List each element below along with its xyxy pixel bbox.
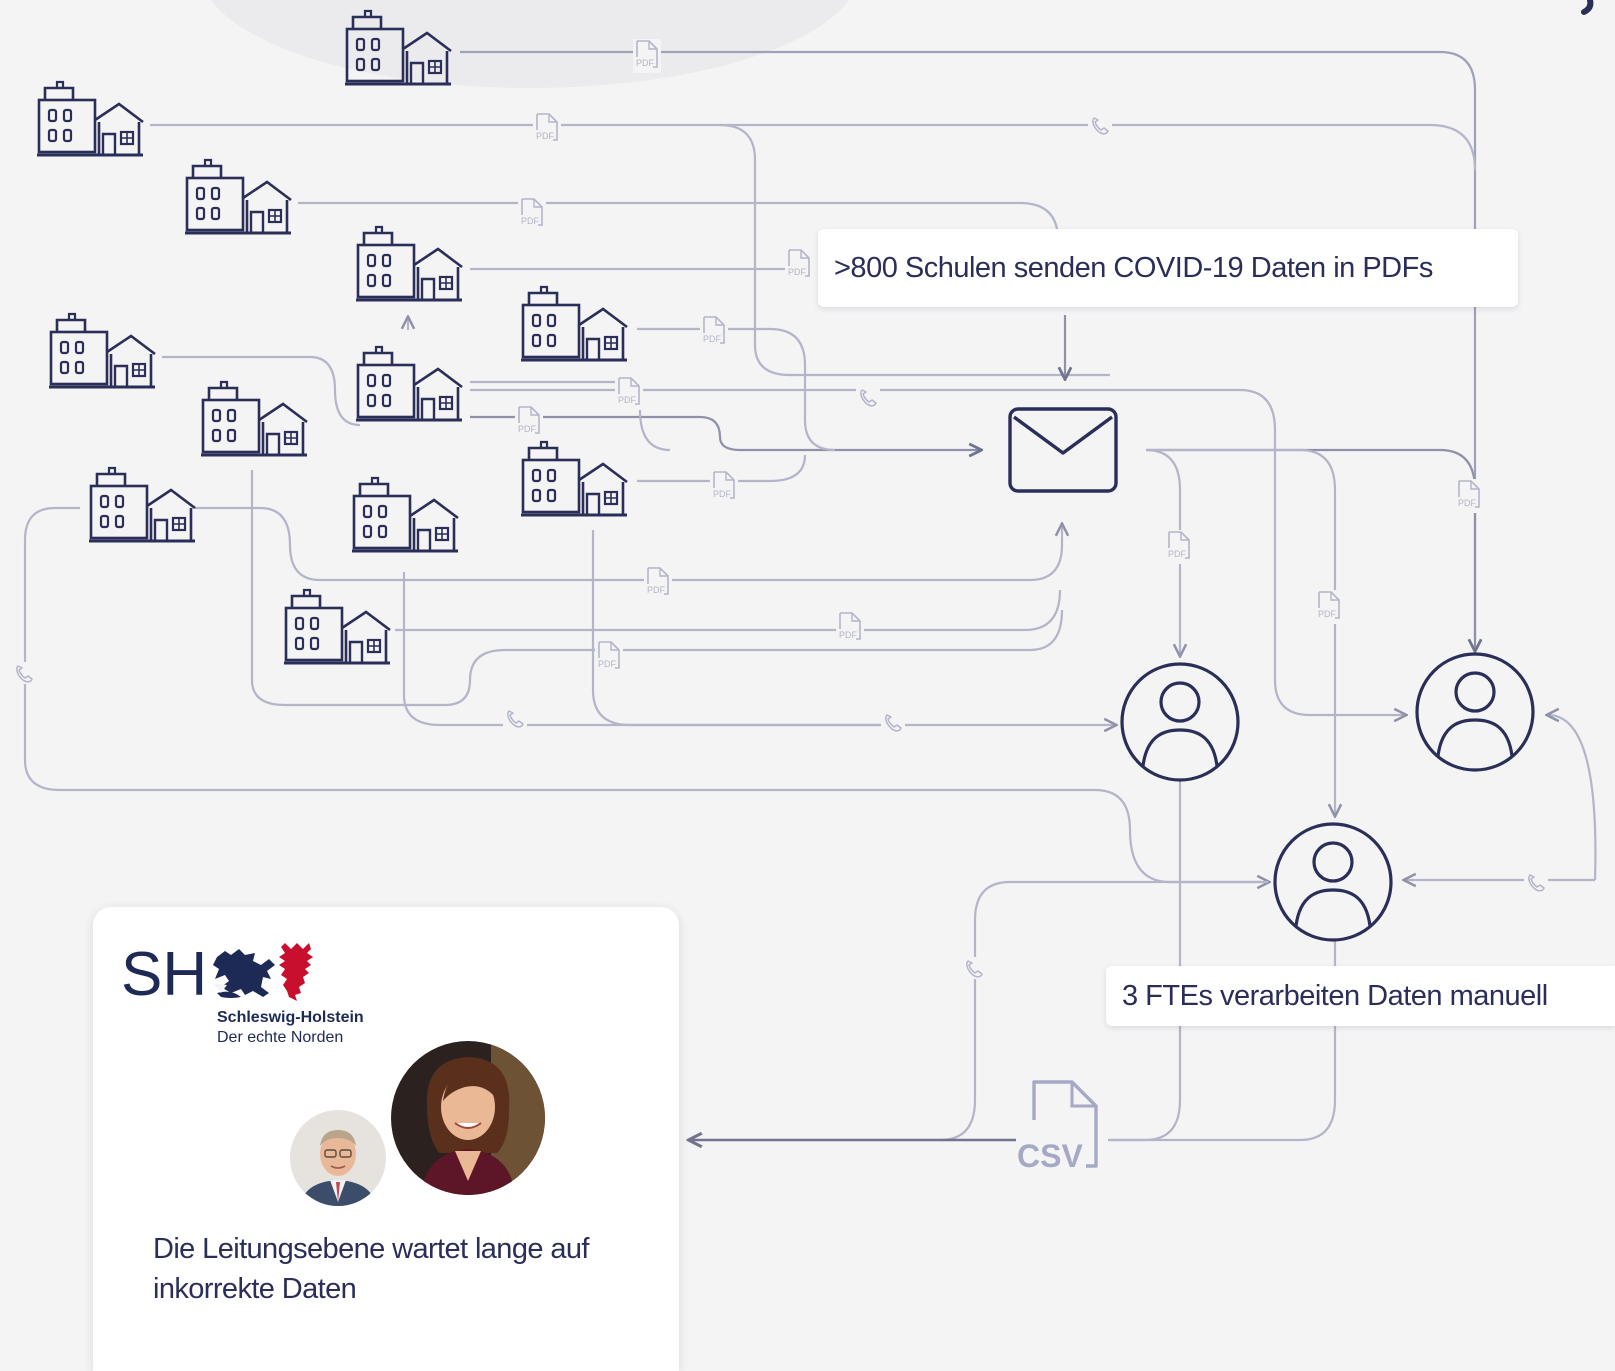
school-building-icon: [35, 80, 145, 157]
phone-icon: [961, 956, 987, 980]
phone-icon: [1523, 870, 1549, 894]
lion-icon: [213, 949, 275, 998]
pdf-file-icon: [784, 247, 814, 283]
csv-file-icon: CSV: [1016, 1076, 1106, 1174]
phone-icon: [1087, 113, 1113, 137]
logo-state-name: Schleswig-Holstein: [217, 1009, 364, 1026]
leadership-card: SH Schleswig-Holstein Der echte Norden: [93, 907, 679, 1371]
pdf-file-icon: [594, 639, 624, 675]
pdf-file-icon: [632, 38, 662, 74]
leadership-statement: Die Leitungsebene wartet lange auf inkor…: [153, 1233, 589, 1305]
school-building-icon: [183, 158, 293, 235]
logo-sh-text: SH: [121, 940, 207, 1009]
pdf-file-icon: [709, 469, 739, 505]
phone-icon: [880, 710, 906, 734]
logo-slogan: Der echte Norden: [217, 1029, 344, 1046]
nettle-leaf-icon: [279, 943, 313, 1001]
pdf-icons: [514, 38, 1484, 675]
pdf-file-icon: [514, 404, 544, 440]
portrait-man-avatar: [290, 1110, 386, 1206]
pdf-file-icon: [517, 196, 547, 232]
person-icon: [1273, 822, 1393, 942]
school-building-icon: [519, 285, 629, 362]
schleswig-holstein-logo: SH: [121, 940, 313, 1009]
pdf-file-icon: [1454, 478, 1484, 514]
phone-icon: [855, 385, 881, 409]
school-building-icon: [354, 345, 464, 422]
pdf-file-icon: [1164, 529, 1194, 565]
pdf-file-icon: [532, 111, 562, 147]
workers: [1120, 652, 1535, 942]
portrait-woman-avatar: [391, 1041, 545, 1195]
pdf-file-icon: [1314, 589, 1344, 625]
phone-icon: [502, 706, 528, 730]
csv-label: CSV: [1017, 1138, 1083, 1174]
ftes-callout: 3 FTEs verarbeiten Daten manuell: [1106, 966, 1615, 1026]
school-building-icon: [199, 380, 309, 457]
pdf-file-icon: [643, 565, 673, 601]
school-building-icon: [350, 476, 460, 553]
pdf-file-icon: [614, 375, 644, 411]
schools-callout: >800 Schulen senden COVID-19 Daten in PD…: [818, 229, 1518, 307]
school-building-icon: [47, 312, 157, 389]
envelope-icon: [1008, 407, 1118, 493]
pdf-file-icon: [699, 314, 729, 350]
school-building-icon: [519, 440, 629, 517]
phone-icon: [11, 661, 37, 685]
connection-lines: [23, 50, 1597, 1140]
pdf-file-icon: [835, 610, 865, 646]
school-building-icon: [282, 588, 392, 665]
school-building-icon: [354, 225, 464, 302]
schools: [35, 9, 629, 665]
person-icon: [1120, 662, 1240, 782]
school-building-icon: [87, 466, 197, 543]
person-icon: [1415, 652, 1535, 772]
